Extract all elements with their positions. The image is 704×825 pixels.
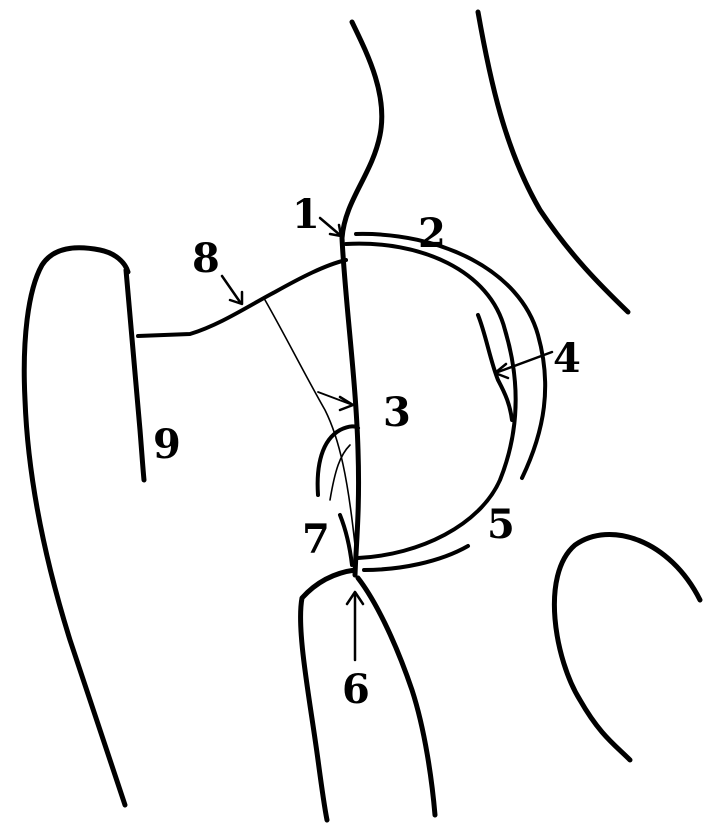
obturator-curve	[554, 534, 700, 760]
label-8: 8	[192, 235, 220, 282]
label7-curve	[340, 515, 352, 565]
label-2: 2	[418, 210, 446, 257]
label-9: 9	[153, 421, 181, 468]
pelvic-outer-line	[478, 12, 628, 312]
label-1: 1	[292, 191, 320, 238]
trochanter-inner-line	[126, 270, 144, 480]
label-5: 5	[487, 501, 515, 548]
arrow-1	[320, 218, 340, 235]
arrow-8	[222, 276, 240, 302]
label-6: 6	[342, 666, 370, 713]
greater-trochanter-outline	[24, 248, 128, 805]
label-3: 3	[383, 389, 411, 436]
label-7: 7	[302, 516, 330, 563]
calcar-curve	[318, 426, 358, 495]
joint-space-lower-arc	[364, 546, 468, 570]
label-4: 4	[553, 335, 581, 382]
arrow-3	[318, 392, 350, 404]
physeal-line	[265, 300, 355, 545]
femoral-head-arc-outer	[356, 234, 545, 478]
